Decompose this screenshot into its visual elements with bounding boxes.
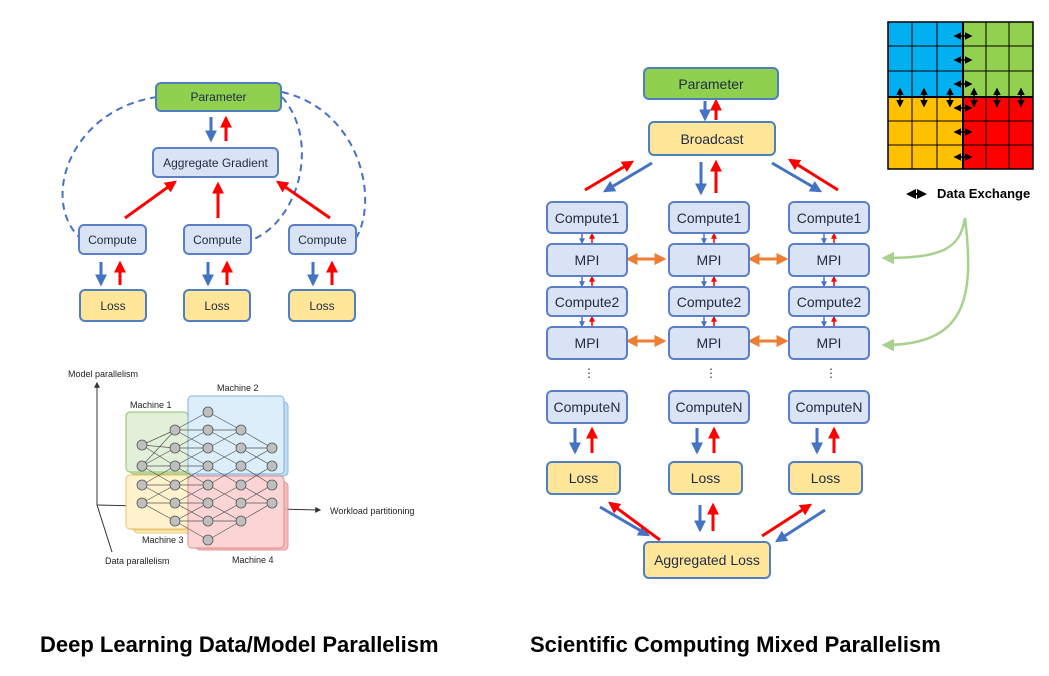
- mpi-exchange-arrows: [625, 253, 789, 347]
- compute2-box-col1: Compute2: [546, 286, 628, 317]
- machine-4-label: Machine 4: [232, 555, 274, 565]
- left-top-arrows: [95, 115, 338, 287]
- compute1-box-col1: Compute1: [546, 201, 628, 234]
- computeN-box-col2: ComputeN: [668, 390, 750, 424]
- data-exchange-label: Data Exchange: [937, 186, 1031, 201]
- left-loss-box-3: Loss: [288, 289, 356, 322]
- machine-3-label: Machine 3: [142, 535, 184, 545]
- left-loss-box-2: Loss: [183, 289, 251, 322]
- machine-panels: [125, 395, 289, 551]
- left-loss-box-1: Loss: [79, 289, 147, 322]
- mpi-box-2-col3: MPI: [788, 326, 870, 360]
- aggregated-loss-box: Aggregated Loss: [643, 541, 771, 579]
- ellipsis-col3: ⋮: [825, 366, 837, 380]
- neural-network: [141, 411, 273, 541]
- ellipsis-col1: ⋮: [583, 366, 595, 380]
- mpi-box-1-col2: MPI: [668, 243, 750, 277]
- workload-partitioning-label: Workload partitioning: [330, 506, 415, 516]
- compute1-box-col2: Compute1: [668, 201, 750, 234]
- data-parallelism-label: Data parallelism: [105, 556, 170, 566]
- network-nodes: [136, 406, 278, 546]
- mpi-box-2-col1: MPI: [546, 326, 628, 360]
- ellipsis-col2: ⋮: [705, 366, 717, 380]
- mpi-box-1-col3: MPI: [788, 243, 870, 277]
- machine-1-label: Machine 1: [130, 400, 172, 410]
- computeN-box-col3: ComputeN: [788, 390, 870, 424]
- compute2-box-col3: Compute2: [788, 286, 870, 317]
- loss-box-col1: Loss: [546, 461, 621, 495]
- compute2-box-col2: Compute2: [668, 286, 750, 317]
- machine-2-label: Machine 2: [217, 383, 259, 393]
- grid-exchange-arrows: [896, 32, 1025, 161]
- computeN-box-col1: ComputeN: [546, 390, 628, 424]
- loss-box-col3: Loss: [788, 461, 863, 495]
- inner-small-arrows: [579, 232, 837, 328]
- left-compute-box-3: Compute: [288, 224, 357, 255]
- loss-box-col2: Loss: [668, 461, 743, 495]
- left-caption: Deep Learning Data/Model Parallelism: [40, 632, 439, 657]
- left-compute-box-1: Compute: [78, 224, 147, 255]
- right-caption: Scientific Computing Mixed Parallelism: [530, 632, 941, 657]
- model-parallelism-label: Model parallelism: [68, 369, 139, 379]
- right-arrows: [569, 98, 840, 543]
- broadcast-box: Broadcast: [648, 121, 776, 156]
- domain-grid: [887, 21, 1034, 170]
- data-exchange-arrows: [881, 217, 970, 352]
- mpi-box-1-col1: MPI: [546, 243, 628, 277]
- dashed-sync-lines: [61, 91, 367, 241]
- compute1-box-col3: Compute1: [788, 201, 870, 234]
- left-compute-box-2: Compute: [183, 224, 252, 255]
- left-parameter-box: Parameter: [155, 82, 282, 112]
- aggregate-gradient-box: Aggregate Gradient: [152, 147, 279, 178]
- right-parameter-box: Parameter: [643, 67, 779, 100]
- mpi-box-2-col2: MPI: [668, 326, 750, 360]
